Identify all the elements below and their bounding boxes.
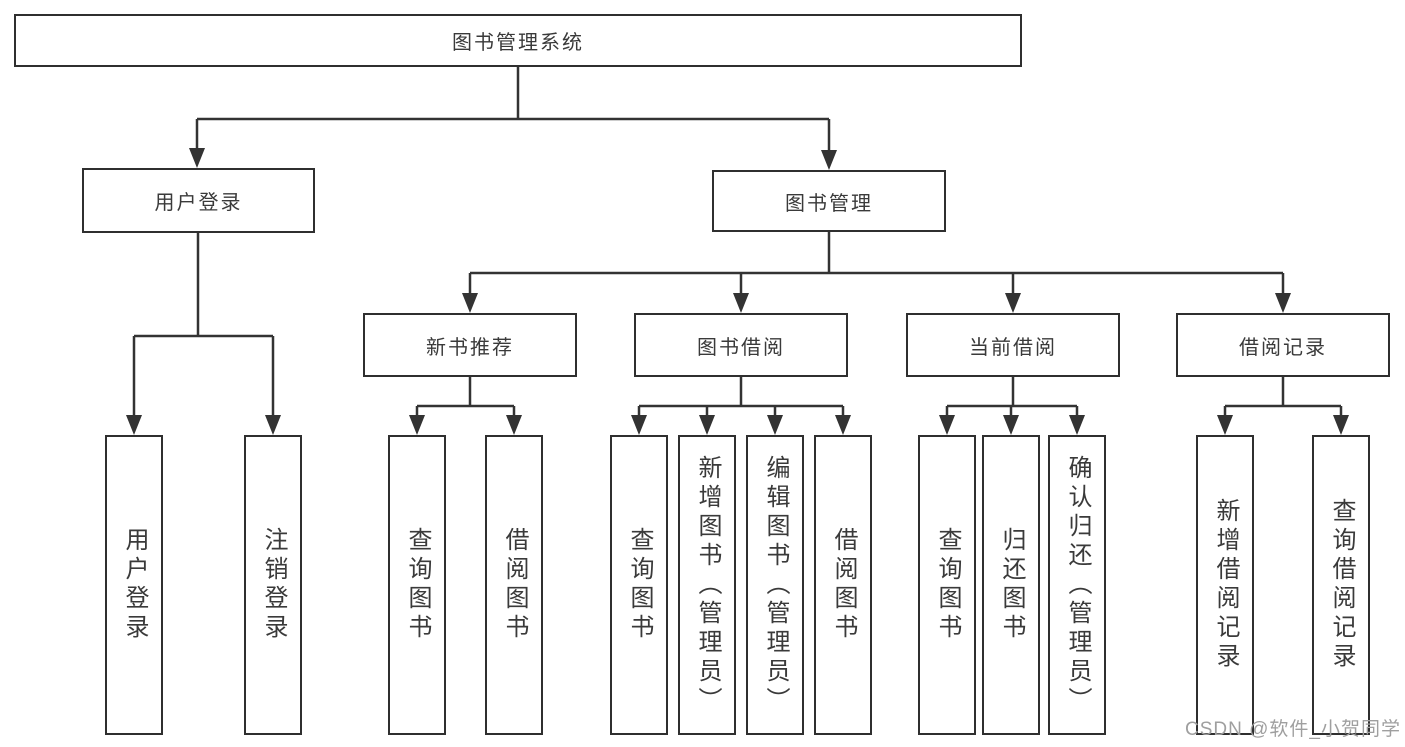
node-leaf-rec-borrow-book: 借阅图书 <box>485 435 543 735</box>
node-leaf-borrow-borrow-book: 借阅图书 <box>814 435 872 735</box>
arrowhead <box>265 415 281 435</box>
connector-book-mgmt-children <box>468 232 1285 295</box>
connector-borrow-records-children <box>1223 377 1343 417</box>
arrowhead <box>506 415 522 435</box>
connector-current-borrow-children <box>945 377 1079 417</box>
arrowhead <box>1069 415 1085 435</box>
node-borrow-records: 借阅记录 <box>1176 313 1390 377</box>
arrowhead <box>733 293 749 313</box>
connector-book-borrow-children <box>637 377 845 417</box>
node-root: 图书管理系统 <box>14 14 1022 67</box>
node-leaf-borrow-query-book: 查询图书 <box>610 435 668 735</box>
arrowhead <box>189 148 205 168</box>
arrowhead <box>631 415 647 435</box>
node-leaf-logout: 注销登录 <box>244 435 302 735</box>
arrowhead <box>1333 415 1349 435</box>
arrowhead <box>939 415 955 435</box>
arrowhead <box>835 415 851 435</box>
arrowhead <box>126 415 142 435</box>
node-leaf-borrow-add-book: 新增图书（管理员） <box>678 435 736 735</box>
arrowhead <box>1005 293 1021 313</box>
arrowhead <box>1275 293 1291 313</box>
csdn-watermark: CSDN @软件_小贺同学 <box>1185 719 1401 740</box>
node-leaf-records-query-record: 查询借阅记录 <box>1312 435 1370 735</box>
connector-user-login-children <box>132 233 275 417</box>
arrowhead <box>1003 415 1019 435</box>
node-leaf-user-login: 用户登录 <box>105 435 163 735</box>
arrowhead <box>409 415 425 435</box>
connector-root-to-level1 <box>195 67 831 152</box>
node-leaf-current-return-book: 归还图书 <box>982 435 1040 735</box>
node-current-borrow: 当前借阅 <box>906 313 1120 377</box>
node-leaf-current-confirm-return: 确认归还（管理员） <box>1048 435 1106 735</box>
arrowhead <box>699 415 715 435</box>
node-leaf-rec-query-book: 查询图书 <box>388 435 446 735</box>
arrowhead <box>821 150 837 170</box>
node-new-book-rec: 新书推荐 <box>363 313 577 377</box>
node-book-borrow: 图书借阅 <box>634 313 848 377</box>
node-user-login: 用户登录 <box>82 168 315 233</box>
arrowhead <box>1217 415 1233 435</box>
node-leaf-borrow-edit-book: 编辑图书（管理员） <box>746 435 804 735</box>
arrowhead <box>462 293 478 313</box>
node-leaf-records-add-record: 新增借阅记录 <box>1196 435 1254 735</box>
connector-new-book-rec-children <box>415 377 516 417</box>
node-book-mgmt: 图书管理 <box>712 170 946 232</box>
arrowhead <box>767 415 783 435</box>
node-leaf-current-query-book: 查询图书 <box>918 435 976 735</box>
